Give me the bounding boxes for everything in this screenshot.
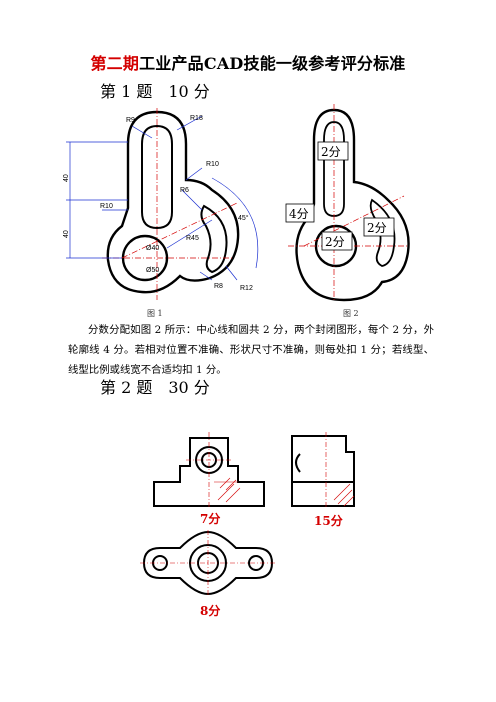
score-front-view: 7分 bbox=[200, 512, 221, 526]
figure-1-caption: 图 1 bbox=[147, 309, 163, 318]
dim-40-upper: 40 bbox=[63, 174, 70, 182]
label-r45: R45 bbox=[186, 235, 199, 242]
label-45-degree: 45° bbox=[238, 214, 249, 222]
question-2-heading: 第 2 题 30 分 bbox=[100, 378, 210, 397]
label-r8: R8 bbox=[214, 283, 223, 290]
score-outline: 4分 bbox=[289, 207, 309, 221]
label-r10-upper: R10 bbox=[206, 161, 219, 168]
figure-2-drawing: 2分 4分 2分 2分 bbox=[285, 104, 410, 302]
label-r18: R18 bbox=[190, 115, 203, 122]
label-d40: Ø40 bbox=[146, 245, 159, 252]
score-closed-2: 2分 bbox=[367, 221, 387, 235]
page-title: 第二期工业产品CAD技能一级参考评分标准 bbox=[0, 50, 496, 74]
dim-40-lower: 40 bbox=[63, 230, 70, 238]
label-r6: R6 bbox=[180, 187, 189, 194]
dimension-lines bbox=[66, 115, 259, 281]
label-d50: Ø50 bbox=[146, 267, 159, 274]
label-r12: R12 bbox=[240, 285, 253, 292]
outline bbox=[106, 110, 240, 294]
title-main: 工业产品CAD技能一级参考评分标准 bbox=[139, 54, 406, 73]
figure-3-front-view bbox=[153, 432, 265, 508]
score-side-view: 15分 bbox=[314, 514, 343, 528]
title-period: 第二期 bbox=[90, 54, 140, 73]
center-lines bbox=[102, 108, 238, 300]
label-r9: R9 bbox=[126, 117, 135, 124]
figure-1-drawing: 40 40 R9 R18 R10 R6 R10 R45 Ø40 Ø50 R8 R… bbox=[63, 108, 259, 300]
label-r10-left: R10 bbox=[100, 203, 113, 210]
scoring-paragraph: 分数分配如图 2 所示：中心线和圆共 2 分，两个封闭图形，每个 2 分，外轮廓… bbox=[68, 324, 434, 376]
figure-2-caption: 图 2 bbox=[343, 309, 359, 318]
score-top-view: 8分 bbox=[200, 604, 221, 618]
question-1-heading: 第 1 题 10 分 bbox=[100, 82, 210, 101]
figure-3-top-view bbox=[140, 530, 276, 596]
figure-3-side-view bbox=[291, 432, 355, 508]
score-closed-1: 2分 bbox=[325, 235, 345, 249]
score-centerlines: 2分 bbox=[321, 145, 341, 159]
